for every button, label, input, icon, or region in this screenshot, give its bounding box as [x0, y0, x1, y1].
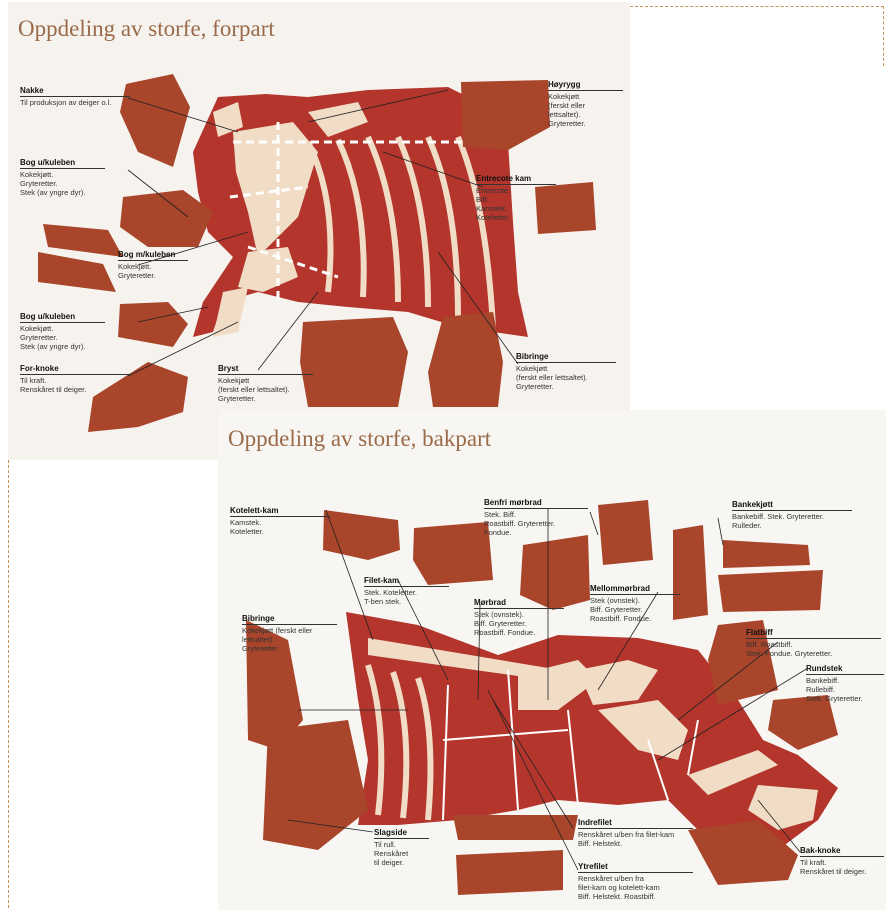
bakpart-diagram [218, 410, 886, 910]
label-bibringe-front-desc: Kokekjøtt (ferskt eller lettsaltet). Gry… [516, 364, 616, 391]
label-indrefilet-name: Indrefilet [578, 818, 693, 829]
label-bryst-name: Bryst [218, 364, 313, 375]
label-bog-u-kuleben-2-desc: Kokekjøtt. Gryteretter. Stek (av yngre d… [20, 324, 105, 351]
label-slagside-desc: Til rull. Renskåret til deiger. [374, 840, 429, 867]
label-ytrefilet-desc: Renskåret u/ben fra filet-kam og kotelet… [578, 874, 693, 901]
label-entrecote-kam: Entrecote kam Entrecote. Biff. Kamstek. … [476, 174, 556, 222]
label-benfri-morbrad-desc: Stek. Biff. Roastbiff. Gryteretter. Fond… [484, 510, 588, 537]
label-bog-u-kuleben-1: Bog u/kuleben Kokekjøtt. Gryteretter. St… [20, 158, 105, 197]
label-nakke-name: Nakke [20, 86, 130, 97]
label-for-knoke-name: For-knoke [20, 364, 130, 375]
label-entrecote-kam-desc: Entrecote. Biff. Kamstek. Koteletter. [476, 186, 556, 222]
label-bak-knoke-desc: Til kraft. Renskåret til deiger. [800, 858, 884, 876]
label-bog-m-kuleben-desc: Kokekjøtt. Gryteretter. [118, 262, 188, 280]
label-filet-kam: Filet-kam Stek. Koteletter. T-ben stek. [364, 576, 449, 606]
label-rundstek-desc: Bankebiff. Rullebiff. Stek. Gryteretter. [806, 676, 884, 703]
label-bog-u-kuleben-1-name: Bog u/kuleben [20, 158, 105, 169]
label-bankekjott-desc: Bankebiff. Stek. Gryteretter. Rulleder. [732, 512, 852, 530]
label-flatbiff: Flatbiff Biff. Roastbiff. Stek. Fondue. … [746, 628, 881, 658]
label-bryst: Bryst Kokekjøtt (ferskt eller lettsaltet… [218, 364, 313, 403]
dashed-border-top [630, 6, 884, 7]
label-indrefilet-desc: Renskåret u/ben fra filet-kam Biff. Hels… [578, 830, 693, 848]
label-bak-knoke: Bak-knoke Til kraft. Renskåret til deige… [800, 846, 884, 876]
label-bibringe-back-name: Bibringe [242, 614, 337, 625]
label-bog-u-kuleben-1-desc: Kokekjøtt. Gryteretter. Stek (av yngre d… [20, 170, 105, 197]
dashed-border-left [8, 460, 9, 908]
label-bibringe-back-desc: Kokekjøtt (ferskt eller lettsaltet). Gry… [242, 626, 337, 653]
label-bog-m-kuleben: Bog m/kuleben Kokekjøtt. Gryteretter. [118, 250, 188, 280]
bakpart-panel: Oppdeling av storfe, bakpart [218, 410, 886, 910]
label-ytrefilet-name: Ytrefilet [578, 862, 693, 873]
forpart-panel: Oppdeling av storfe, forpart [8, 2, 630, 460]
label-bak-knoke-name: Bak-knoke [800, 846, 884, 857]
label-for-knoke-desc: Til kraft. Renskåret til deiger. [20, 376, 130, 394]
label-bog-u-kuleben-2: Bog u/kuleben Kokekjøtt. Gryteretter. St… [20, 312, 105, 351]
label-nakke: Nakke Til produksjon av deiger o.l. [20, 86, 130, 107]
label-morbrad: Mørbrad Stek (ovnstek). Biff. Gryterette… [474, 598, 564, 637]
label-mellommorbrad-name: Mellommørbrad [590, 584, 680, 595]
label-mellommorbrad-desc: Stek (ovnstek). Biff. Gryteretter. Roast… [590, 596, 680, 623]
label-for-knoke: For-knoke Til kraft. Renskåret til deige… [20, 364, 130, 394]
label-bryst-desc: Kokekjøtt (ferskt eller lettsaltet). Gry… [218, 376, 313, 403]
label-kotelett-kam: Kotelett-kam Kamstek. Koteletter. [230, 506, 330, 536]
label-bog-u-kuleben-2-name: Bog u/kuleben [20, 312, 105, 323]
label-bankekjott: Bankekjøtt Bankebiff. Stek. Gryteretter.… [732, 500, 852, 530]
label-morbrad-desc: Stek (ovnstek). Biff. Gryteretter. Roast… [474, 610, 564, 637]
label-bibringe-front: Bibringe Kokekjøtt (ferskt eller lettsal… [516, 352, 616, 391]
label-entrecote-kam-name: Entrecote kam [476, 174, 556, 185]
label-ytrefilet: Ytrefilet Renskåret u/ben fra filet-kam … [578, 862, 693, 901]
label-nakke-desc: Til produksjon av deiger o.l. [20, 98, 130, 107]
label-filet-kam-desc: Stek. Koteletter. T-ben stek. [364, 588, 449, 606]
label-rundstek: Rundstek Bankebiff. Rullebiff. Stek. Gry… [806, 664, 884, 703]
label-benfri-morbrad-name: Benfri mørbrad [484, 498, 588, 509]
label-benfri-morbrad: Benfri mørbrad Stek. Biff. Roastbiff. Gr… [484, 498, 588, 537]
label-hoyrygg: Høyrygg Kokekjøtt (ferskt eller lettsalt… [548, 80, 623, 128]
label-kotelett-kam-desc: Kamstek. Koteletter. [230, 518, 330, 536]
label-kotelett-kam-name: Kotelett-kam [230, 506, 330, 517]
label-hoyrygg-desc: Kokekjøtt (ferskt eller lettsaltet). Gry… [548, 92, 623, 128]
label-flatbiff-name: Flatbiff [746, 628, 881, 639]
label-slagside-name: Slagside [374, 828, 429, 839]
label-rundstek-name: Rundstek [806, 664, 884, 675]
label-hoyrygg-name: Høyrygg [548, 80, 623, 91]
label-bankekjott-name: Bankekjøtt [732, 500, 852, 511]
label-bibringe-front-name: Bibringe [516, 352, 616, 363]
dashed-border-right [883, 6, 884, 66]
label-indrefilet: Indrefilet Renskåret u/ben fra filet-kam… [578, 818, 693, 848]
label-bibringe-back: Bibringe Kokekjøtt (ferskt eller lettsal… [242, 614, 337, 653]
label-bog-m-kuleben-name: Bog m/kuleben [118, 250, 188, 261]
label-filet-kam-name: Filet-kam [364, 576, 449, 587]
label-mellommorbrad: Mellommørbrad Stek (ovnstek). Biff. Gryt… [590, 584, 680, 623]
label-slagside: Slagside Til rull. Renskåret til deiger. [374, 828, 429, 867]
label-flatbiff-desc: Biff. Roastbiff. Stek. Fondue. Gryterett… [746, 640, 881, 658]
label-morbrad-name: Mørbrad [474, 598, 564, 609]
